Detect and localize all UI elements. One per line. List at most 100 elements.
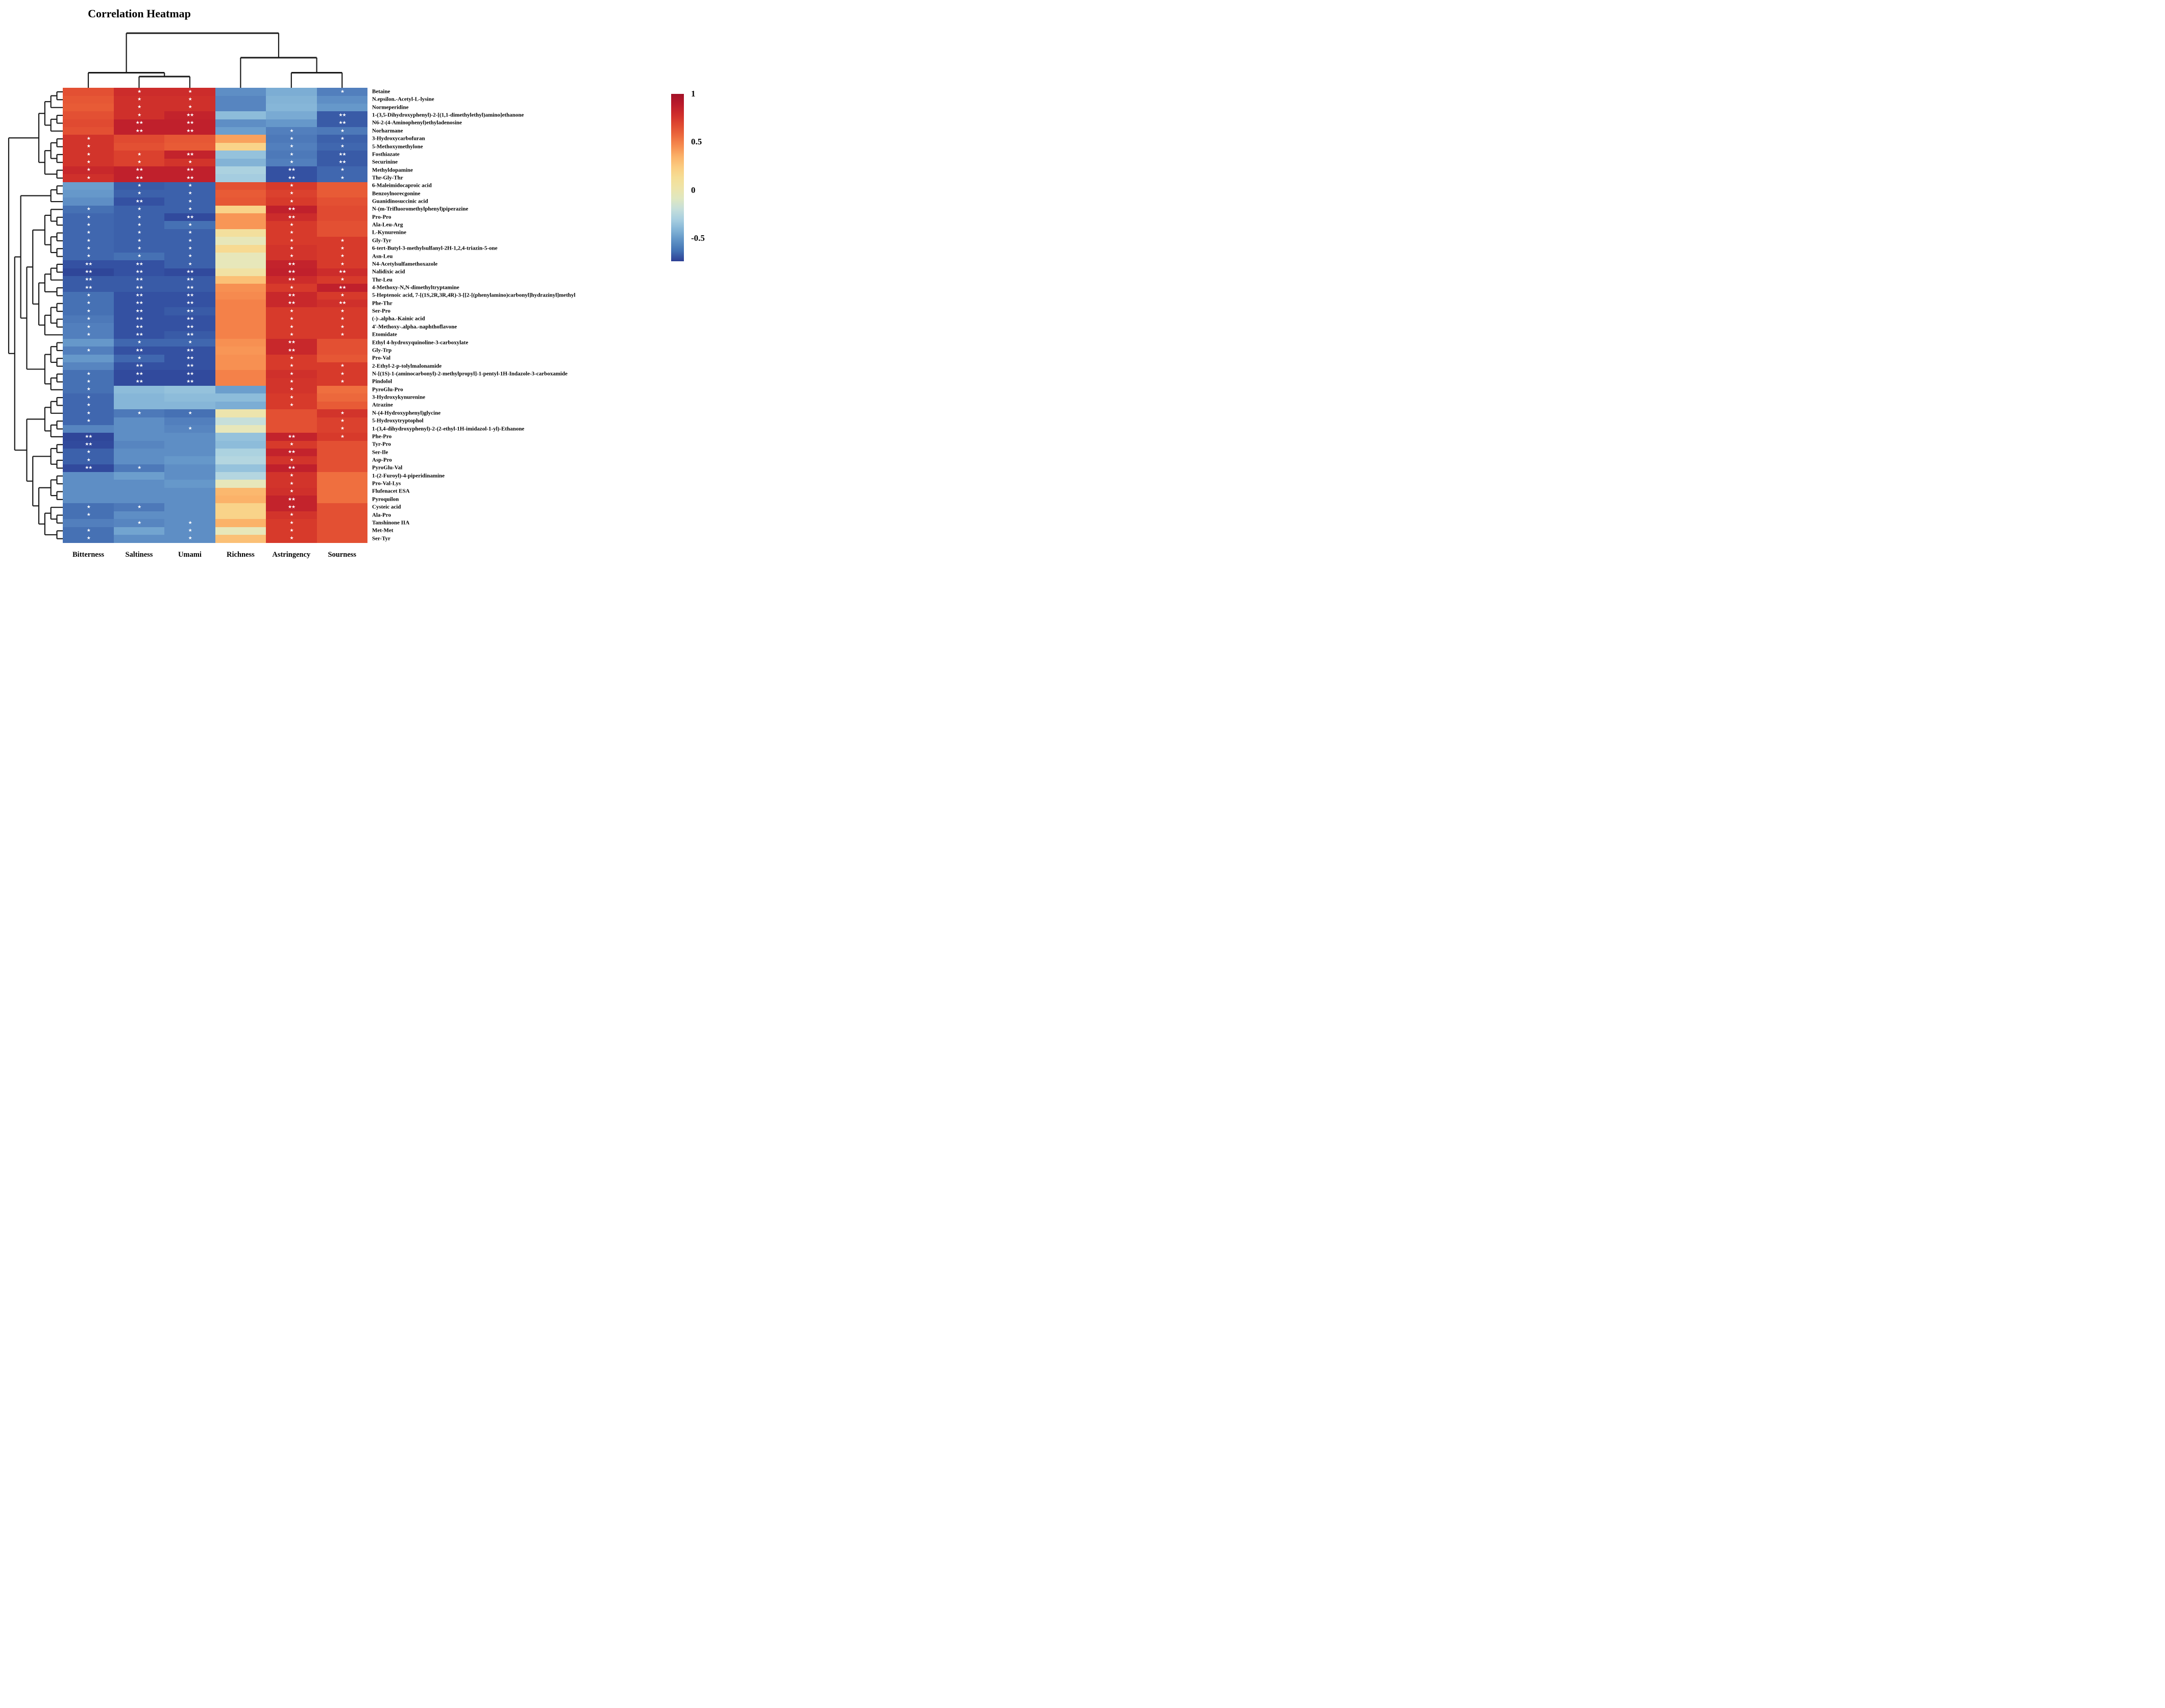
heatmap-cell: ★★ bbox=[316, 119, 368, 128]
heatmap-cell: ★★ bbox=[113, 284, 165, 292]
heatmap-cell bbox=[316, 182, 368, 190]
row-label: Benzoylnorecgonine bbox=[372, 190, 421, 197]
heatmap-cell: ★★ bbox=[113, 260, 165, 269]
row-label: Fosthiazate bbox=[372, 151, 400, 158]
heatmap-cell: ★ bbox=[164, 409, 216, 417]
heatmap-cell bbox=[266, 88, 317, 96]
significance-double-star: ★★ bbox=[186, 324, 194, 330]
row-label: Thr-Leu bbox=[372, 277, 392, 283]
heatmap-cell: ★ bbox=[266, 393, 317, 402]
heatmap-cell: ★★ bbox=[63, 284, 114, 292]
heatmap-cell bbox=[113, 142, 165, 151]
significance-star: ★ bbox=[86, 293, 91, 299]
heatmap-cell: ★ bbox=[316, 378, 368, 386]
heatmap-cell bbox=[215, 346, 266, 355]
heatmap-cell: ★★ bbox=[266, 433, 317, 441]
row-label: N-(m-Trifluoromethylphenyl)piperazine bbox=[372, 206, 469, 212]
heatmap-cell bbox=[215, 182, 266, 190]
heatmap-cell: ★★ bbox=[113, 323, 165, 332]
row-label: Ala-Leu-Arg bbox=[372, 221, 403, 228]
column-label-richness: Richness bbox=[226, 551, 255, 559]
significance-star: ★ bbox=[188, 89, 192, 94]
significance-star: ★ bbox=[188, 520, 192, 526]
heatmap-cell bbox=[215, 511, 266, 519]
heatmap-cell bbox=[215, 315, 266, 324]
significance-star: ★ bbox=[137, 112, 141, 118]
significance-double-star: ★★ bbox=[135, 371, 143, 377]
significance-double-star: ★★ bbox=[287, 207, 296, 212]
heatmap-cell: ★ bbox=[113, 354, 165, 363]
heatmap-cell: ★★ bbox=[164, 166, 216, 175]
heatmap-cell bbox=[316, 511, 368, 519]
heatmap-cell: ★ bbox=[316, 362, 368, 370]
row-label: Met-Met bbox=[372, 527, 393, 534]
heatmap-cell: ★★ bbox=[113, 197, 165, 206]
significance-star: ★ bbox=[137, 410, 141, 416]
significance-star: ★ bbox=[340, 254, 345, 259]
significance-double-star: ★★ bbox=[135, 293, 143, 299]
heatmap-cell: ★ bbox=[63, 307, 114, 316]
heatmap-cell: ★★ bbox=[316, 268, 368, 277]
heatmap-cell: ★ bbox=[113, 244, 165, 253]
significance-star: ★ bbox=[188, 207, 192, 212]
row-label: Tanshinone IIA bbox=[372, 519, 410, 526]
significance-double-star: ★★ bbox=[186, 152, 194, 157]
heatmap-cell bbox=[316, 472, 368, 480]
significance-star: ★ bbox=[289, 403, 294, 408]
heatmap-cell: ★ bbox=[113, 519, 165, 528]
heatmap-cell: ★ bbox=[63, 252, 114, 261]
significance-star: ★ bbox=[289, 528, 294, 533]
heatmap-cell bbox=[215, 252, 266, 261]
heatmap-cell: ★ bbox=[164, 158, 216, 167]
significance-star: ★ bbox=[137, 504, 141, 510]
heatmap-cell: ★★ bbox=[164, 284, 216, 292]
heatmap-cell: ★ bbox=[266, 237, 317, 245]
significance-star: ★ bbox=[340, 324, 345, 330]
heatmap-cell bbox=[164, 417, 216, 426]
heatmap-cell: ★★ bbox=[164, 354, 216, 363]
significance-double-star: ★★ bbox=[135, 308, 143, 314]
significance-double-star: ★★ bbox=[287, 497, 296, 502]
heatmap-cell: ★★ bbox=[266, 448, 317, 457]
heatmap-cell: ★ bbox=[164, 95, 216, 104]
heatmap-cell bbox=[215, 95, 266, 104]
significance-star: ★ bbox=[137, 214, 141, 220]
heatmap-cell: ★ bbox=[316, 166, 368, 175]
heatmap-cell: ★ bbox=[266, 440, 317, 449]
heatmap-cell bbox=[316, 95, 368, 104]
heatmap-cell bbox=[215, 370, 266, 379]
significance-star: ★ bbox=[86, 167, 91, 173]
row-label: Etomidate bbox=[372, 331, 397, 338]
column-label-bitterness: Bitterness bbox=[72, 551, 105, 559]
row-label: Pro-Val bbox=[372, 355, 391, 361]
significance-star: ★ bbox=[340, 308, 345, 314]
significance-double-star: ★★ bbox=[186, 348, 194, 353]
heatmap-cell: ★★ bbox=[164, 291, 216, 300]
significance-star: ★ bbox=[289, 136, 294, 141]
heatmap-cell bbox=[215, 104, 266, 112]
heatmap-cell bbox=[316, 338, 368, 347]
heatmap-cell bbox=[113, 440, 165, 449]
significance-star: ★ bbox=[289, 457, 294, 463]
heatmap-cell: ★★ bbox=[113, 370, 165, 379]
heatmap-cell: ★★ bbox=[266, 166, 317, 175]
heatmap-cell bbox=[215, 291, 266, 300]
heatmap-cell: ★ bbox=[266, 511, 317, 519]
heatmap-cell bbox=[164, 448, 216, 457]
heatmap-cell bbox=[215, 354, 266, 363]
significance-star: ★ bbox=[188, 410, 192, 416]
heatmap-cell bbox=[215, 151, 266, 159]
significance-star: ★ bbox=[86, 222, 91, 228]
significance-star: ★ bbox=[188, 528, 192, 533]
heatmap-cell: ★ bbox=[266, 284, 317, 292]
heatmap-cell: ★ bbox=[266, 362, 317, 370]
significance-star: ★ bbox=[86, 254, 91, 259]
heatmap-cell: ★ bbox=[63, 386, 114, 394]
heatmap-cell: ★ bbox=[164, 425, 216, 433]
heatmap-cell: ★ bbox=[266, 331, 317, 339]
correlation-heatmap-figure: Correlation Heatmap ★★★★★★★★★★★★★★★★★★★★… bbox=[0, 0, 722, 570]
significance-star: ★ bbox=[289, 481, 294, 486]
significance-star: ★ bbox=[289, 379, 294, 385]
row-label: Asn-Leu bbox=[372, 253, 393, 260]
heatmap-cell: ★ bbox=[63, 229, 114, 237]
